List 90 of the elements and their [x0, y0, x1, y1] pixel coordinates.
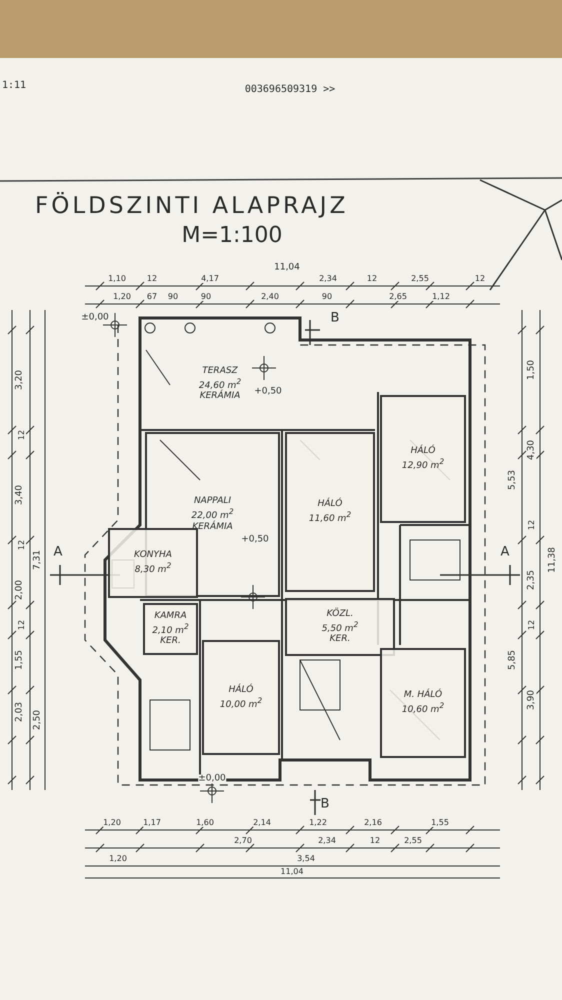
room-label: 5,50 m$^{2}$	[322, 620, 358, 634]
room-label: HÁLÓ	[318, 499, 342, 510]
dimension-value: 11,04	[274, 264, 300, 272]
room-label: 10,00 m$^{2}$	[220, 696, 262, 710]
dimension-value: 2,65	[389, 293, 407, 301]
dimension-value: 12	[528, 620, 536, 630]
dimension-value: 2,34	[318, 837, 336, 845]
dimension-value: 1,60	[196, 819, 214, 827]
plan-title: FÖLDSZINTI ALAPRAJZ	[35, 193, 348, 219]
dimension-value: 12	[528, 520, 536, 530]
room-label: KÖZL.	[326, 608, 354, 620]
room-label: KER.	[160, 636, 181, 648]
room-label: HÁLÓ	[410, 446, 436, 457]
dimension-value: 2,34	[319, 275, 337, 283]
dimension-value: 3,20	[16, 370, 24, 390]
dimension-value: 90	[322, 293, 332, 301]
room-outline	[380, 395, 466, 523]
level-mark: ±0,00	[81, 314, 109, 322]
section-mark: B	[320, 798, 330, 810]
dimension-value: 2,55	[411, 275, 429, 283]
dimension-value: 4,30	[528, 440, 536, 460]
dimension-value: 12	[18, 620, 26, 630]
level-mark: ±0,00	[198, 774, 226, 784]
room-label: NAPPALI	[194, 496, 232, 508]
section-mark: A	[54, 546, 62, 558]
dimension-value: 12	[370, 837, 380, 845]
room-label: 11,60 m$^{2}$	[308, 510, 352, 525]
room-label: 24,60 m$^{2}$	[198, 376, 242, 391]
dimension-value: 12	[366, 275, 378, 283]
dimension-value: 7,31	[34, 550, 42, 570]
room-label: 22,00 m$^{2}$	[191, 507, 234, 522]
dimension-value: 3,40	[16, 484, 24, 506]
section-mark: A	[500, 546, 510, 558]
room-outline	[143, 603, 198, 655]
dimension-value: 2,14	[253, 819, 271, 827]
room-outline	[202, 640, 280, 755]
dimension-value: 1,55	[16, 650, 24, 670]
dimension-value: 12	[146, 275, 158, 283]
dimension-value: 1,10	[108, 275, 126, 283]
room-label: KER.	[330, 634, 350, 646]
room-label: 10,60 m$^{2}$	[402, 701, 444, 716]
room-label: 8,30 m$^{2}$	[134, 561, 172, 576]
level-mark: +0,50	[254, 388, 282, 396]
room-label: TERASZ	[202, 366, 238, 377]
dimension-value: 11,38	[548, 547, 558, 573]
room-label: HÁLÓ	[228, 684, 254, 696]
room-outline	[285, 432, 375, 592]
dimension-value: 90	[168, 293, 178, 301]
scale-label: M=1:100	[182, 225, 282, 247]
fax-header-text: 1:11	[2, 81, 26, 91]
dimension-value: 2,50	[34, 710, 42, 730]
room-label: KAMRA	[154, 610, 187, 622]
dimension-value: 12	[474, 275, 486, 283]
dimension-value: 2,55	[404, 837, 422, 845]
dimension-value: 2,16	[364, 819, 382, 827]
dimension-value: 90	[200, 293, 212, 301]
dimension-value: 5,53	[508, 470, 518, 490]
room-label: 12,90 m$^{2}$	[402, 457, 444, 472]
dimension-value: 5,85	[508, 650, 518, 670]
dimension-value: 11,04	[280, 868, 304, 876]
level-mark: +0,50	[241, 536, 269, 544]
dimension-value: 1,12	[432, 293, 450, 301]
room-label: 2,10 m$^{2}$	[152, 622, 189, 636]
dimension-value: 1,20	[103, 819, 121, 827]
dimension-value: 2,70	[234, 837, 252, 845]
dimension-value: 3,54	[297, 855, 315, 863]
dimension-value: 1,55	[431, 819, 449, 827]
room-outline	[380, 648, 466, 758]
dimension-value: 3,90	[528, 690, 536, 710]
dimension-value: 2,40	[261, 293, 279, 301]
dimension-value: 12	[18, 540, 26, 550]
dimension-value: 1,17	[143, 819, 161, 827]
dimension-value: 1,20	[109, 855, 127, 863]
room-outline	[285, 598, 395, 656]
room-label: M. HÁLÓ	[404, 690, 442, 701]
dimension-value: 2,00	[16, 580, 24, 600]
room-label: KERÁMIA	[192, 522, 233, 533]
room-label: KONYHA	[134, 550, 172, 561]
room-outline	[108, 528, 198, 598]
dimension-value: 2,35	[528, 570, 536, 590]
dimension-value: 2,03	[16, 702, 24, 722]
dimension-value: 12	[18, 430, 26, 440]
dimension-value: 1,20	[113, 293, 131, 301]
dimension-value: 67	[146, 293, 158, 301]
dimension-value: 1,50	[528, 360, 536, 380]
fax-header-text: 003696509319 >>	[244, 85, 336, 95]
room-label: KERÁMIA	[200, 391, 240, 402]
section-mark: B	[330, 312, 340, 324]
dimension-value: 1,22	[309, 819, 327, 827]
dimension-value: 4,17	[201, 275, 219, 283]
